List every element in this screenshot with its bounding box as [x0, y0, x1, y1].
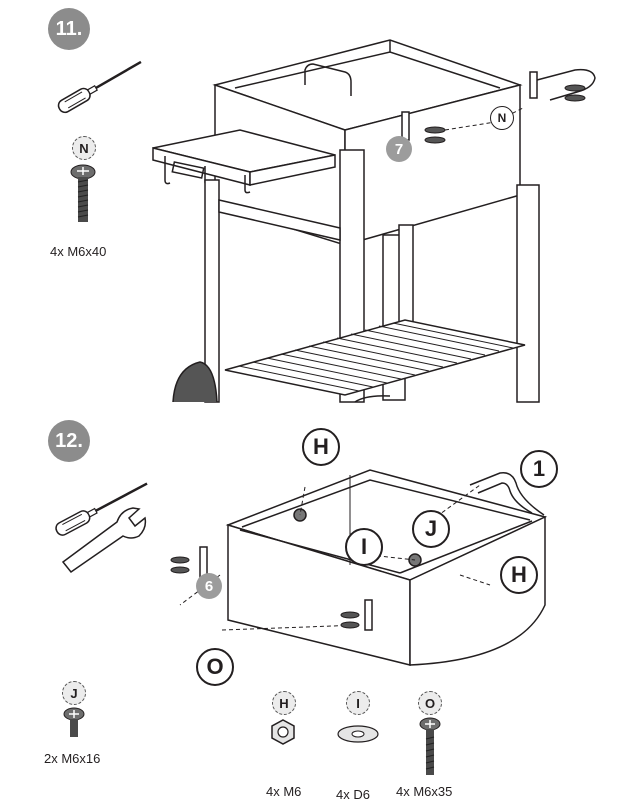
screwdriver-icon: [55, 482, 148, 536]
bolt-icon: [70, 164, 96, 222]
callout-number-1-ring: 1: [520, 450, 558, 488]
bolt-icon: [419, 717, 441, 775]
callout-part-n: N: [490, 106, 514, 130]
step-11-badge: 11.: [48, 8, 90, 50]
wrench-icon: [61, 507, 147, 574]
step-12-badge: 12.: [48, 420, 90, 462]
callout-o: O: [196, 648, 234, 686]
bolt-icon: [63, 707, 85, 737]
nut-icon: [271, 719, 295, 745]
part-label-m6: 4x M6: [266, 784, 302, 799]
callout-h-right: H: [500, 556, 538, 594]
part-label-m6x35: 4x M6x35: [396, 784, 453, 799]
part-letter-o: O: [418, 691, 442, 715]
part-label-m6x16: 2x M6x16: [44, 751, 101, 766]
part-letter-h: H: [272, 691, 296, 715]
callout-h-top: H: [302, 428, 340, 466]
screwdriver-icon: [57, 60, 142, 114]
part-letter-j: J: [62, 681, 86, 705]
cart-frame-drawing: [152, 39, 596, 403]
callout-number-6: 6: [196, 573, 222, 599]
callout-i: I: [345, 528, 383, 566]
part-letter-n: N: [72, 136, 96, 160]
basket-drawing: [170, 469, 548, 666]
callout-number-7: 7: [386, 136, 412, 162]
washer-icon: [337, 725, 379, 743]
part-letter-i: I: [346, 691, 370, 715]
callout-j: J: [412, 510, 450, 548]
part-label-d6: 4x D6: [336, 787, 370, 802]
part-label-m6x40: 4x M6x40: [50, 244, 107, 259]
